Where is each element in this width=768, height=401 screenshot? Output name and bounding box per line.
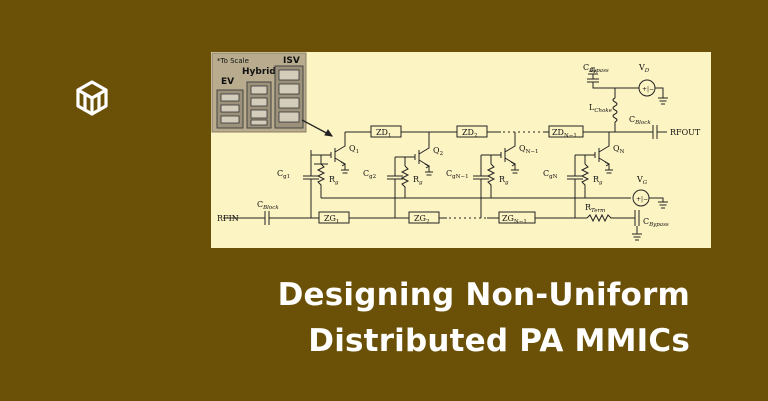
zgn-1-label: ZGN−1 [502,214,527,225]
inset-label-isv: ISV [283,56,300,66]
vg-label: VG [636,175,648,186]
zd2-label: ZD2 [462,128,477,139]
c-bypass-top-label: CBypass [583,63,609,74]
layout-inset: *To Scale ISV Hybrid EV [211,52,307,133]
rg2-label: Rg [413,175,423,186]
l-choke-label: LChoke [589,103,613,114]
inset-note: *To Scale [217,57,249,65]
page-title: Designing Non-Uniform Distributed PA MMI… [170,272,690,364]
distributed-pa-schematic: *To Scale ISV Hybrid EV [211,52,701,241]
q1-label: Q1 [349,144,359,155]
c-block-in-label: CBlock [257,200,279,211]
vd-label: VD [638,63,650,74]
inset-label-ev: EV [221,77,234,87]
rg1-label: Rg [329,175,339,186]
zg2-label: ZG2 [414,214,429,225]
q2-label: Q2 [433,146,443,157]
r-term-label: RTerm [585,203,605,214]
title-line-2: Distributed PA MMICs [308,323,690,359]
vd-source-symbol: +|− [642,86,654,93]
rfout-label: RFOUT [670,128,701,137]
qn-label: QN [613,144,625,155]
vg-source-symbol: +|− [636,196,648,203]
transistor-qn-1 [500,138,519,174]
transistor-q1 [330,138,349,174]
zdn-1-label: ZDN−1 [552,128,577,139]
brand-logo-icon [76,80,108,116]
c-block-out-label: CBlock [629,115,651,126]
rgn-1-label: Rg [499,175,509,186]
c-bypass-bottom-label: CBypass [643,217,669,228]
transistor-qn [594,138,613,174]
cgn-label: CgN [543,169,558,180]
circuit-figure: *To Scale ISV Hybrid EV [211,52,711,248]
title-line-1: Designing Non-Uniform [277,277,690,313]
cg2-label: Cg2 [363,169,376,180]
inset-label-hybrid: Hybrid [242,67,276,77]
rgn-label: Rg [593,175,603,186]
cg1-label: Cg1 [277,169,290,180]
zg1-label: ZG1 [324,214,339,225]
rfin-label: RFIN [217,214,239,223]
qn-1-label: QN−1 [519,144,538,155]
cgn-1-label: CgN−1 [446,169,469,180]
zd1-label: ZD1 [376,128,391,139]
transistor-q2 [414,140,433,176]
